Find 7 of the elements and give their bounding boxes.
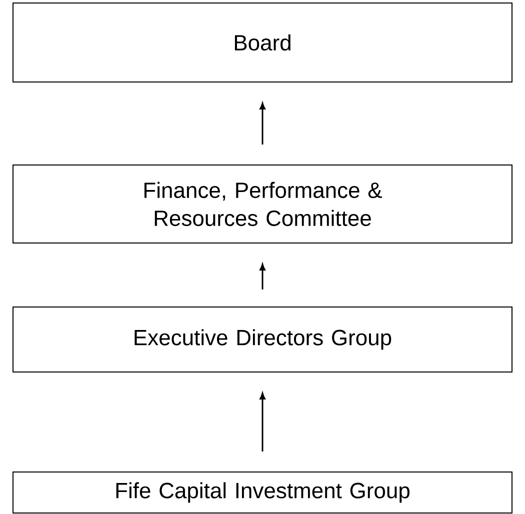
box: Finance, Performance & Resources Committee [12, 164, 512, 244]
box: Board [12, 2, 512, 82]
arrow [260, 264, 266, 290]
box: Fife Capital Investment Group [12, 471, 512, 514]
arrow [260, 392, 266, 452]
box: Executive Directors Group [12, 306, 512, 372]
arrow [260, 102, 266, 144]
